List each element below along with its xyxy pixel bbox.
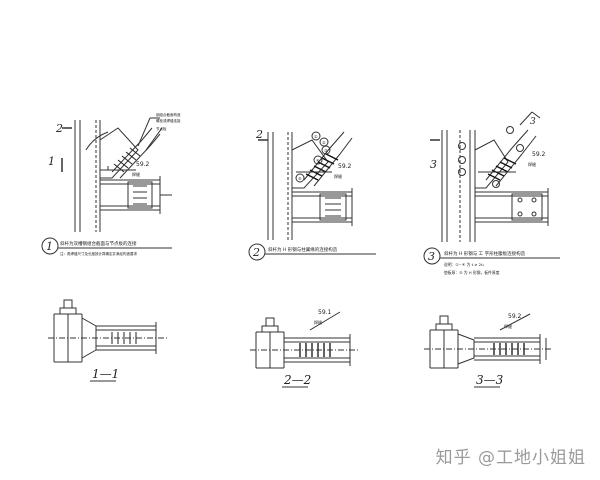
callout-text-3: 节点板 [156,126,167,131]
detail-3-drawing [430,111,549,242]
weld-label: 焊缝 [504,323,512,329]
caption-note: 注：角焊缝尺寸及长度按计算确定并满足构造要求 [60,251,137,256]
section-ref-3-top: 3 [530,117,536,127]
section-ref-1: 1 [48,155,55,168]
caption-note-a: 说明：①~④ 为 t ≥ 2t₁ [444,262,485,267]
dimension-label: 59.2 [338,163,352,170]
detail-2-caption: 2 斜杆为 H 形钢与柱翼缘的连接构造 [248,243,376,261]
detail-3-circled-marks [458,126,524,188]
circled-mark-4: ④ [316,158,320,163]
section-3-3-drawing [424,313,552,369]
detail-number: 1 [46,240,53,253]
detail-1-drawing [61,117,172,232]
dimension-label: 59.2 [508,313,522,320]
section-2-2-labels: 59.1 焊缝 2—2 [282,309,332,388]
callout-text-1: 钢组合截面构造 [156,112,181,117]
caption-note-b: 垫板厚：⑤ 为 H 形钢，板件厚度 [444,270,500,275]
section-ref-2: 2 [55,122,63,135]
section-label: 1—1 [92,367,119,381]
detail-1-caption: 1 斜杆为双槽钢组合截面与节点板的连接 注：角焊缝尺寸及长度按计算确定并满足构造… [41,237,172,256]
section-3-3-labels: 59.2 焊缝 3—3 [474,313,522,388]
caption-title: 斜杆为 H 形钢与 工 字形柱腹板连接构造 [444,250,526,257]
detail-number-circle [423,247,441,265]
detail-number: 2 [252,246,260,259]
detail-number-circle [41,237,59,255]
section-1-1-drawing [48,299,168,363]
caption-title: 斜杆为双槽钢组合截面与节点板的连接 [60,240,137,247]
circled-mark-5: ⑤ [298,176,302,181]
detail-2-circled-marks [295,131,331,183]
detail-number: 3 [428,250,435,263]
weld-label: 焊缝 [528,161,536,167]
circled-mark-2: ② [322,140,326,145]
detail-2-drawing [258,131,353,240]
weld-label: 焊缝 [132,171,140,177]
circled-mark-3: ③ [324,148,328,153]
caption-title: 斜杆为 H 形钢与柱翼缘的连接构造 [268,246,338,253]
weld-label: 焊缝 [314,319,322,325]
section-label: 2—2 [283,373,311,387]
weld-label: 焊缝 [334,173,342,179]
detail-3-caption: 3 斜杆为 H 形钢与 工 字形柱腹板连接构造 说明：①~④ 为 t ≥ 2t₁… [423,247,560,275]
dimension-label: 59.1 [318,309,332,316]
watermark: 知乎 @工地小姐姐 [435,448,586,468]
circled-mark-1: ① [314,134,318,139]
detail-number-circle [248,243,266,261]
dimension-label: 59.2 [532,151,546,158]
callout-text-2: 螺栓或焊缝连接 [156,118,181,123]
dimension-label: 59.2 [136,161,150,168]
section-ref-2: 2 [255,128,263,141]
detail-2-labels: 2 ① ② ③ ④ ⑤ 59.2 焊缝 [255,128,352,181]
detail-3-labels: 3 3 59.2 焊缝 [430,117,546,171]
section-ref-3: 3 [430,158,437,171]
section-2-2-drawing [250,311,360,369]
section-1-1-caption: 1—1 [90,367,119,382]
section-label: 3—3 [476,373,504,387]
detail-1-labels: 2 1 钢组合截面构造 螺栓或焊缝连接 节点板 59.2 焊缝 [48,112,181,177]
